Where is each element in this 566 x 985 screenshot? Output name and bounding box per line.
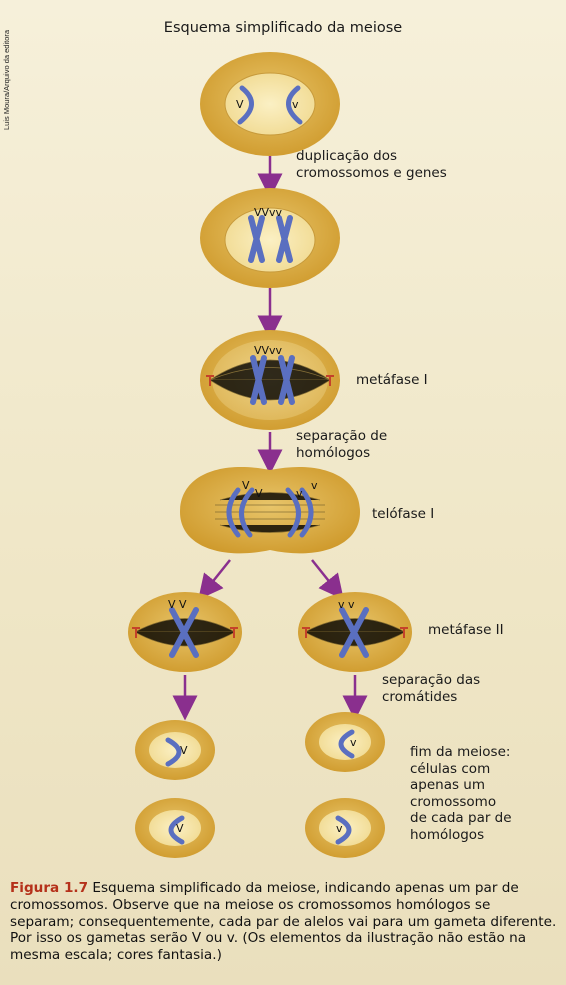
allele-label: V bbox=[242, 479, 250, 492]
stage-label-metaphase-1: metáfase I bbox=[356, 372, 428, 389]
arrow-down-right bbox=[312, 560, 336, 590]
allele-label: VVvv bbox=[254, 206, 283, 219]
gamete-top-left: V bbox=[135, 720, 215, 780]
allele-label: v bbox=[296, 487, 303, 500]
figure-caption: Figura 1.7 Esquema simplificado da meios… bbox=[10, 880, 558, 964]
allele-label: v bbox=[311, 479, 318, 492]
allele-label: V bbox=[180, 744, 188, 757]
stage-label-metaphase-2: metáfase II bbox=[428, 622, 504, 639]
allele-label: V bbox=[255, 487, 263, 500]
caption-text: Esquema simplificado da meiose, indicand… bbox=[10, 880, 556, 963]
end-label: fim da meiose: células com apenas um cro… bbox=[410, 744, 512, 843]
step-label-separation-chromatids: separação das cromátides bbox=[382, 672, 480, 706]
arrow-down-left bbox=[206, 560, 230, 590]
gamete-bottom-right: v bbox=[305, 798, 385, 858]
cell-metaphase-1: VVvv bbox=[200, 330, 340, 430]
cell-duplicated: VVvv bbox=[200, 188, 340, 288]
allele-label: V bbox=[176, 822, 184, 835]
gamete-bottom-left: V bbox=[135, 798, 215, 858]
step-label-separation-homologs: separação de homólogos bbox=[296, 428, 387, 462]
allele-label: V V bbox=[168, 598, 187, 611]
allele-label: v bbox=[336, 822, 343, 835]
allele-label: v v bbox=[338, 598, 355, 611]
cell-metaphase-2-right: v v bbox=[298, 592, 412, 672]
allele-label: VVvv bbox=[254, 344, 283, 357]
gamete-top-right: v bbox=[305, 712, 385, 772]
allele-label: V bbox=[236, 98, 244, 111]
cell-metaphase-2-left: V V bbox=[128, 592, 242, 672]
stage-label-telophase-1: telófase I bbox=[372, 506, 434, 523]
step-label-duplication: duplicação dos cromossomos e genes bbox=[296, 148, 447, 182]
cell-interphase: V v bbox=[200, 52, 340, 156]
cell-telophase-1: V V v v bbox=[180, 467, 360, 553]
allele-label: v bbox=[292, 98, 299, 111]
figure-number: Figura 1.7 bbox=[10, 880, 88, 896]
allele-label: v bbox=[350, 736, 357, 749]
